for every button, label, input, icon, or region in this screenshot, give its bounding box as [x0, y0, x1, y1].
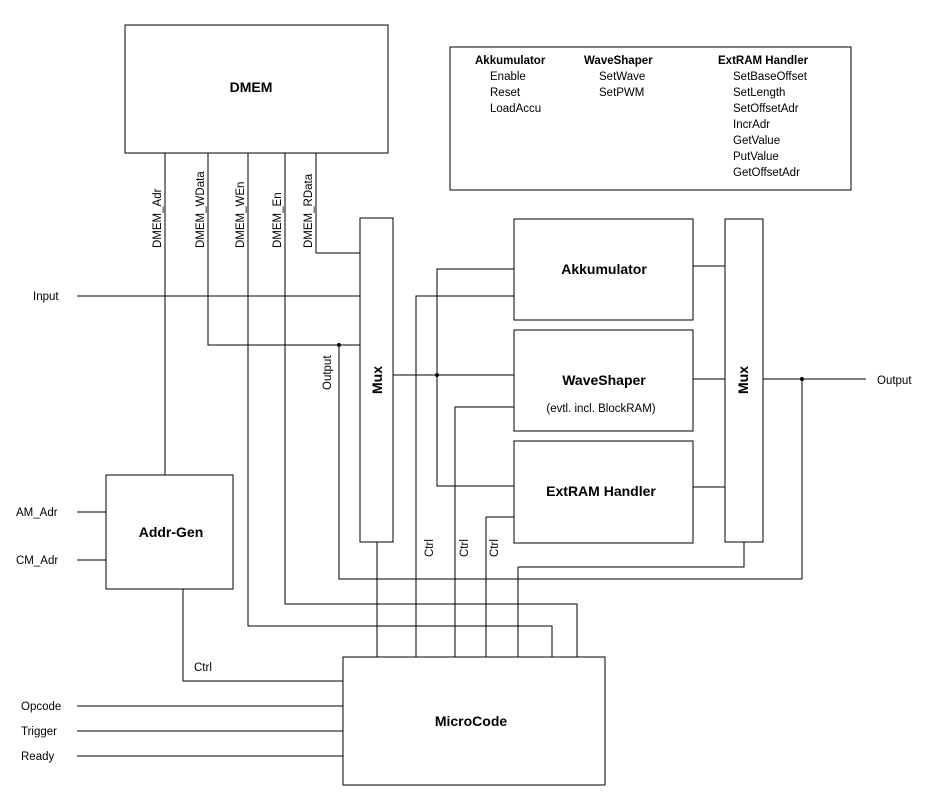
wire-extram-ctrl	[485, 516, 514, 657]
legend-item: GetValue	[733, 135, 780, 147]
dmem-label: DMEM	[230, 79, 273, 95]
microcode-block	[342, 656, 606, 786]
akkumulator-label: Akkumulator	[561, 261, 647, 277]
label-dmem-wen: DMEM_WEn	[235, 182, 247, 248]
legend-item: SetLength	[733, 87, 785, 99]
addrgen-label: Addr-Gen	[139, 524, 204, 540]
dmem-block	[124, 24, 389, 154]
wire-dmem-wen	[247, 153, 553, 657]
legend-item: SetOffsetAdr	[733, 103, 799, 115]
wire-addrgen-ctrl	[182, 589, 343, 682]
waveshaper-block	[513, 329, 694, 432]
junction-mux-bus	[435, 373, 439, 377]
extram-block	[513, 440, 694, 544]
wire-akku-ctrl	[415, 295, 514, 657]
label-dmem-en: DMEM_En	[272, 192, 284, 248]
waveshaper-label: WaveShaper	[562, 372, 646, 388]
waveshaper-note: (evtl. incl. BlockRAM)	[546, 403, 655, 415]
wire-output-feedback	[338, 345, 803, 580]
wire-mux-bus-akku-extram	[436, 268, 514, 487]
label-output: Output	[877, 375, 912, 387]
legend-item: PutValue	[733, 151, 779, 163]
junction-feedback	[337, 343, 341, 347]
label-addrgen-ctrl: Ctrl	[194, 662, 212, 674]
wire-dmem-en	[284, 153, 578, 657]
label-am-adr: AM_Adr	[16, 507, 58, 519]
label-opcode: Opcode	[21, 701, 61, 713]
label-akku-ctrl: Ctrl	[424, 539, 436, 557]
addrgen-block	[105, 474, 234, 590]
label-dmem-adr: DMEM_Adr	[152, 188, 164, 248]
label-dmem-rdata: DMEM_RData	[303, 173, 315, 248]
label-trigger: Trigger	[21, 726, 57, 738]
legend-title-1: WaveShaper	[584, 55, 653, 67]
extram-label: ExtRAM Handler	[546, 483, 656, 499]
wire-wave-ctrl	[454, 406, 514, 657]
label-input: Input	[33, 291, 59, 303]
legend-item: IncrAdr	[733, 119, 770, 131]
legend-item: GetOffsetAdr	[733, 167, 800, 179]
wire-mux-right-ctrl	[517, 542, 745, 657]
microcode-label: MicroCode	[435, 713, 508, 729]
mux-right-label: Mux	[735, 366, 751, 394]
akkumulator-block	[513, 218, 694, 321]
wire-dmem-wdata	[207, 153, 360, 346]
mux-left-label: Mux	[369, 366, 385, 394]
legend-item: SetWave	[599, 71, 645, 83]
legend-item: Reset	[490, 87, 521, 99]
legend-title-0: Akkumulator	[475, 55, 546, 67]
label-ready: Ready	[21, 751, 54, 763]
legend-item: SetPWM	[599, 87, 644, 99]
label-extram-ctrl: Ctrl	[489, 539, 501, 557]
legend-item: Enable	[490, 71, 526, 83]
legend-box	[449, 46, 852, 191]
legend-title-2: ExtRAM Handler	[718, 55, 809, 67]
label-dmem-wdata: DMEM_WData	[195, 171, 207, 248]
legend-item: SetBaseOffset	[733, 71, 808, 83]
label-wave-ctrl: Ctrl	[459, 539, 471, 557]
legend-item: LoadAccu	[490, 103, 541, 115]
label-cm-adr: CM_Adr	[16, 555, 58, 567]
mux-right-block	[724, 218, 764, 543]
label-output-feedback: Output	[322, 355, 334, 390]
wire-dmem-rdata	[315, 153, 360, 254]
